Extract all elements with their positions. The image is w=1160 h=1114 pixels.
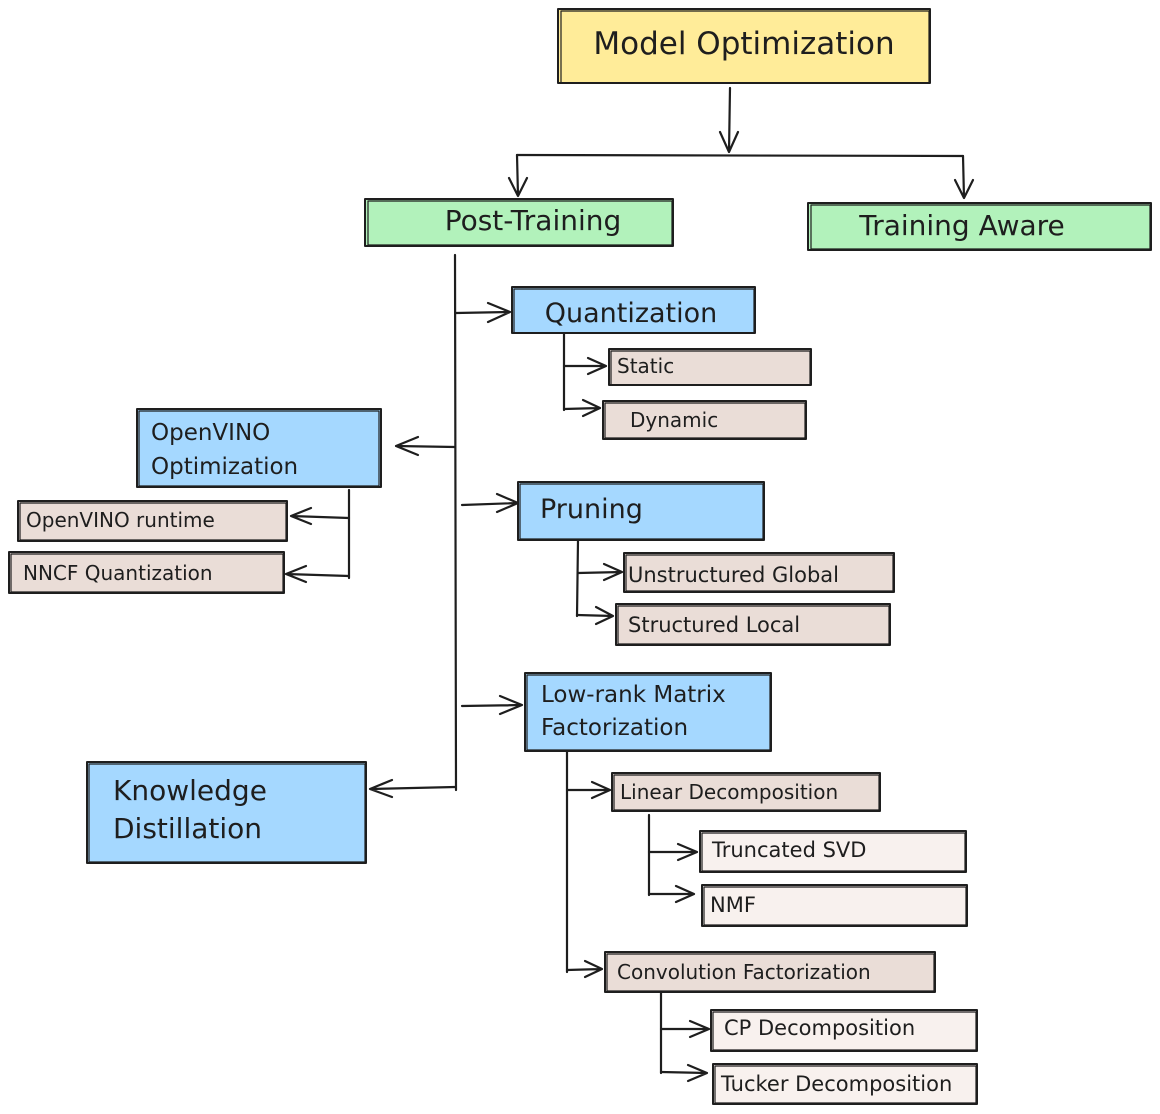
edge-root-to-post-training xyxy=(507,153,529,198)
knowledge-distillation-label-line2: Distillation xyxy=(113,812,262,845)
edge-linear-branches xyxy=(647,813,699,904)
static-fill xyxy=(609,349,811,385)
openvino-optimization-fill xyxy=(137,409,381,487)
lowrank-label-line2: Factorization xyxy=(541,715,688,741)
linear-decomposition-fill xyxy=(612,773,880,811)
connectors xyxy=(284,86,975,1083)
tucker-decomposition-fill xyxy=(713,1064,977,1104)
nmf-node: NMF xyxy=(701,884,968,927)
dynamic-node: Dynamic xyxy=(602,400,807,440)
cp-decomposition-node: CP Decomposition xyxy=(710,1009,978,1052)
lowrank-label-line1: Low-rank Matrix xyxy=(541,682,726,708)
nncf-quantization-node: NNCF Quantization xyxy=(8,551,285,594)
root-label: Model Optimization xyxy=(593,26,894,62)
edge-trunk-to-openvino xyxy=(394,435,457,457)
structured-local-node: Structured Local xyxy=(615,603,891,646)
convolution-factorization-fill xyxy=(605,952,935,992)
edge-conv-branches xyxy=(659,991,711,1083)
truncated-svd-label: Truncated SVD xyxy=(711,838,866,862)
linear-decomposition-label: Linear Decomposition xyxy=(620,780,838,804)
dynamic-label: Dynamic xyxy=(630,408,718,432)
truncated-svd-node: Truncated SVD xyxy=(699,830,967,873)
pruning-label: Pruning xyxy=(540,494,643,525)
root-fill xyxy=(558,9,930,83)
post-training-label: Post-Training xyxy=(445,204,622,237)
openvino-runtime-fill xyxy=(18,501,287,541)
edge-root-to-training-aware xyxy=(953,154,975,200)
unstructured-global-node: Unstructured Global xyxy=(623,552,895,593)
lowrank-factorization-fill xyxy=(525,673,771,751)
pruning-node: Pruning xyxy=(517,481,765,541)
edge-trunk-to-quantization xyxy=(454,301,512,324)
edge-lowrank-branches xyxy=(565,750,612,979)
openvino-optimization-label-line2: Optimization xyxy=(151,454,298,480)
knowledge-distillation-node: Knowledge Distillation xyxy=(86,761,367,864)
dynamic-fill xyxy=(603,401,806,439)
training-aware-node: Training Aware xyxy=(807,202,1152,251)
nncf-quantization-fill xyxy=(9,552,284,593)
post-training-node: Post-Training xyxy=(364,198,674,247)
quantization-node: Quantization xyxy=(511,286,756,334)
openvino-optimization-label-line1: OpenVINO xyxy=(151,420,270,446)
static-label: Static xyxy=(617,354,674,378)
cp-decomposition-fill xyxy=(711,1010,977,1051)
lowrank-factorization-node: Low-rank Matrix Factorization xyxy=(524,672,772,752)
tucker-decomposition-label: Tucker Decomposition xyxy=(720,1072,952,1096)
knowledge-distillation-fill xyxy=(87,762,366,863)
tucker-decomposition-node: Tucker Decomposition xyxy=(712,1063,978,1105)
training-aware-label: Training Aware xyxy=(858,209,1065,242)
edge-post-training-trunk xyxy=(453,253,458,792)
edge-trunk-to-knowledge-distillation xyxy=(368,778,457,799)
nmf-label: NMF xyxy=(710,893,756,917)
nncf-quantization-label: NNCF Quantization xyxy=(23,561,213,585)
convolution-factorization-node: Convolution Factorization xyxy=(604,951,936,993)
unstructured-global-fill xyxy=(624,553,894,592)
pruning-fill xyxy=(518,482,764,540)
edge-quantization-branches xyxy=(562,332,608,418)
edge-root-split xyxy=(515,86,965,158)
training-aware-fill xyxy=(808,203,1151,250)
convolution-factorization-label: Convolution Factorization xyxy=(617,960,871,984)
openvino-optimization-node: OpenVINO Optimization xyxy=(136,408,382,488)
cp-decomposition-label: CP Decomposition xyxy=(724,1016,915,1040)
edge-trunk-to-lowrank xyxy=(460,694,524,716)
post-training-fill xyxy=(365,199,673,246)
quantization-fill xyxy=(512,287,755,333)
truncated-svd-fill xyxy=(700,831,966,872)
structured-local-fill xyxy=(616,604,890,645)
static-node: Static xyxy=(608,348,812,386)
edge-pruning-branches xyxy=(575,538,624,626)
structured-local-label: Structured Local xyxy=(628,613,800,637)
openvino-runtime-label: OpenVINO runtime xyxy=(26,508,215,532)
unstructured-global-label: Unstructured Global xyxy=(628,563,839,587)
root-node-model-optimization: Model Optimization xyxy=(557,8,931,84)
quantization-label: Quantization xyxy=(545,298,718,329)
edge-trunk-to-pruning xyxy=(460,492,520,514)
nodes: Model Optimization Post-Training Trainin… xyxy=(8,8,1152,1105)
edge-openvino-branches xyxy=(284,488,351,584)
knowledge-distillation-label-line1: Knowledge xyxy=(113,774,267,807)
linear-decomposition-node: Linear Decomposition xyxy=(611,772,881,812)
openvino-runtime-node: OpenVINO runtime xyxy=(17,500,288,542)
nmf-fill xyxy=(702,885,967,926)
